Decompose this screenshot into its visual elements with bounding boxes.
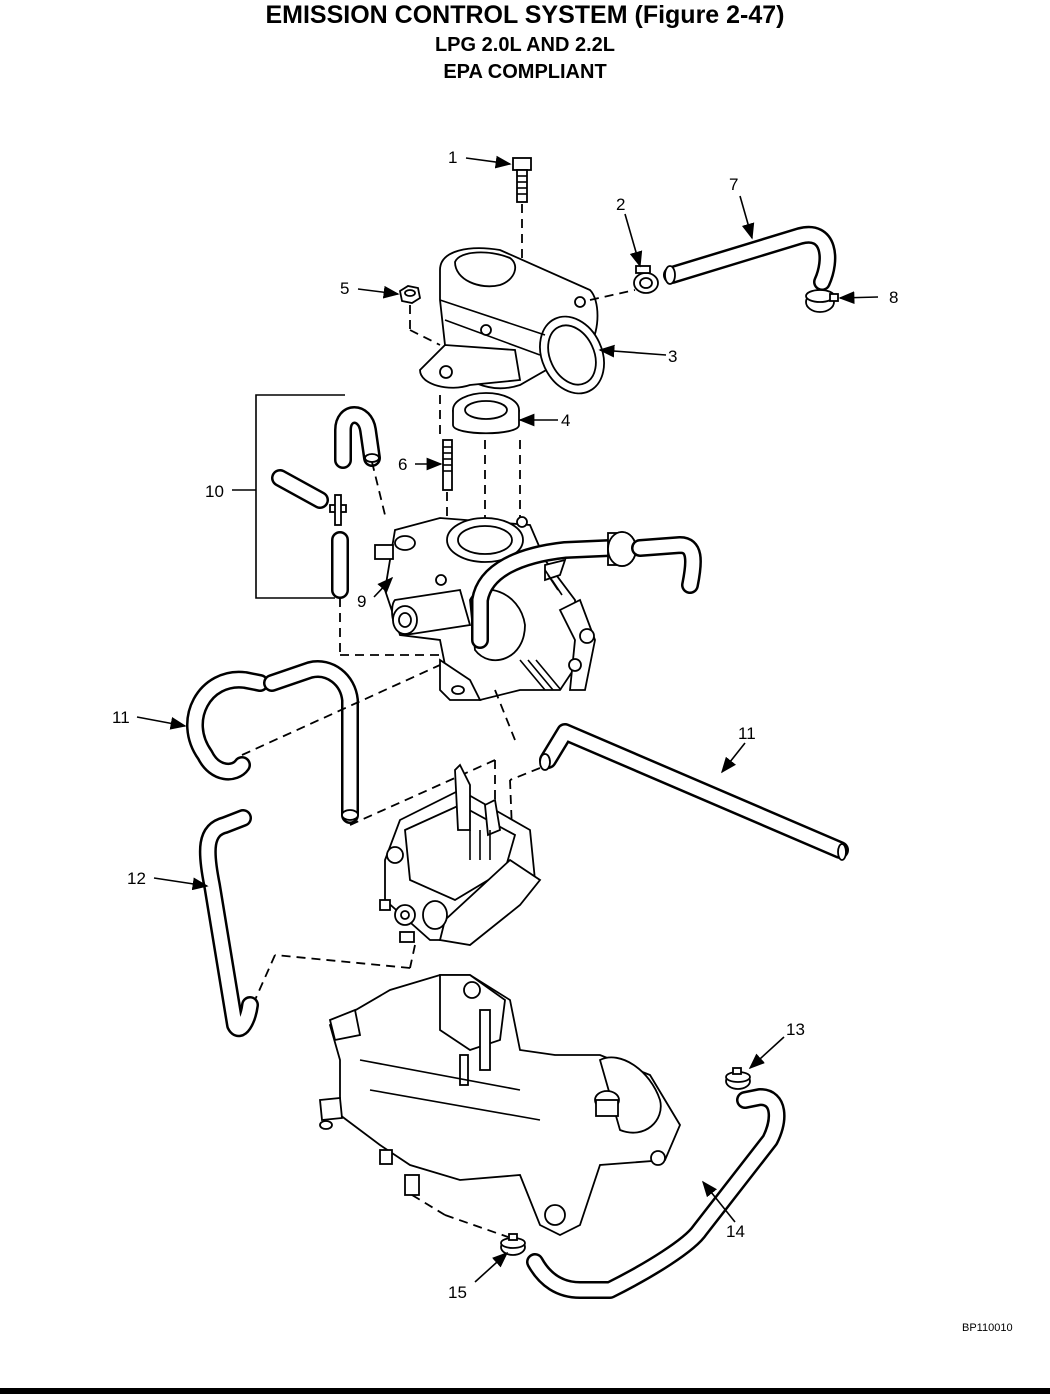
intake-manifold (319, 974, 682, 1237)
callout-11-left: 11 (112, 708, 130, 727)
clamp-part-15 (500, 1233, 526, 1256)
callout-3: 3 (668, 347, 677, 366)
callout-10: 10 (205, 482, 224, 501)
callout-11-right: 11 (738, 724, 756, 743)
callout-14: 14 (726, 1222, 745, 1241)
stud-part-6 (442, 439, 453, 491)
callout-leaders (136, 155, 879, 1283)
page-subtitle-engine: LPG 2.0L AND 2.2L (434, 34, 616, 56)
callout-15: 15 (448, 1283, 467, 1302)
hose-part-11-left (186, 660, 359, 824)
hose-kit-part-10 (255, 394, 381, 599)
air-inlet-adapter-part-3 (419, 247, 605, 395)
page-subtitle-compliance: EPA COMPLIANT (443, 61, 607, 83)
callout-12: 12 (127, 869, 146, 888)
callout-7: 7 (729, 175, 738, 194)
clamp-part-2 (633, 265, 659, 294)
hose-part-12 (198, 809, 259, 1038)
seal-part-4 (452, 392, 520, 435)
bolt-part-1 (512, 157, 532, 203)
figure-code: BP110010 (962, 1322, 1013, 1334)
nut-part-5 (398, 285, 422, 304)
hose-part-14 (526, 1088, 786, 1299)
callout-9: 9 (357, 592, 366, 611)
callout-4: 4 (561, 411, 570, 430)
clamp-part-13 (725, 1067, 751, 1090)
bottom-rule (0, 1388, 1050, 1394)
hose-part-11-right (539, 723, 849, 861)
callout-8: 8 (889, 288, 898, 307)
callout-13: 13 (786, 1020, 805, 1039)
callout-1: 1 (448, 148, 457, 167)
hose-part-7 (663, 225, 837, 291)
mixer-assembly (379, 763, 542, 946)
callout-2: 2 (616, 195, 625, 214)
callout-6: 6 (398, 455, 407, 474)
callout-5: 5 (340, 279, 349, 298)
clamp-part-8 (805, 289, 839, 313)
throttle-body-part-9 (374, 516, 702, 701)
page-title: EMISSION CONTROL SYSTEM (Figure 2-47) (265, 1, 785, 29)
